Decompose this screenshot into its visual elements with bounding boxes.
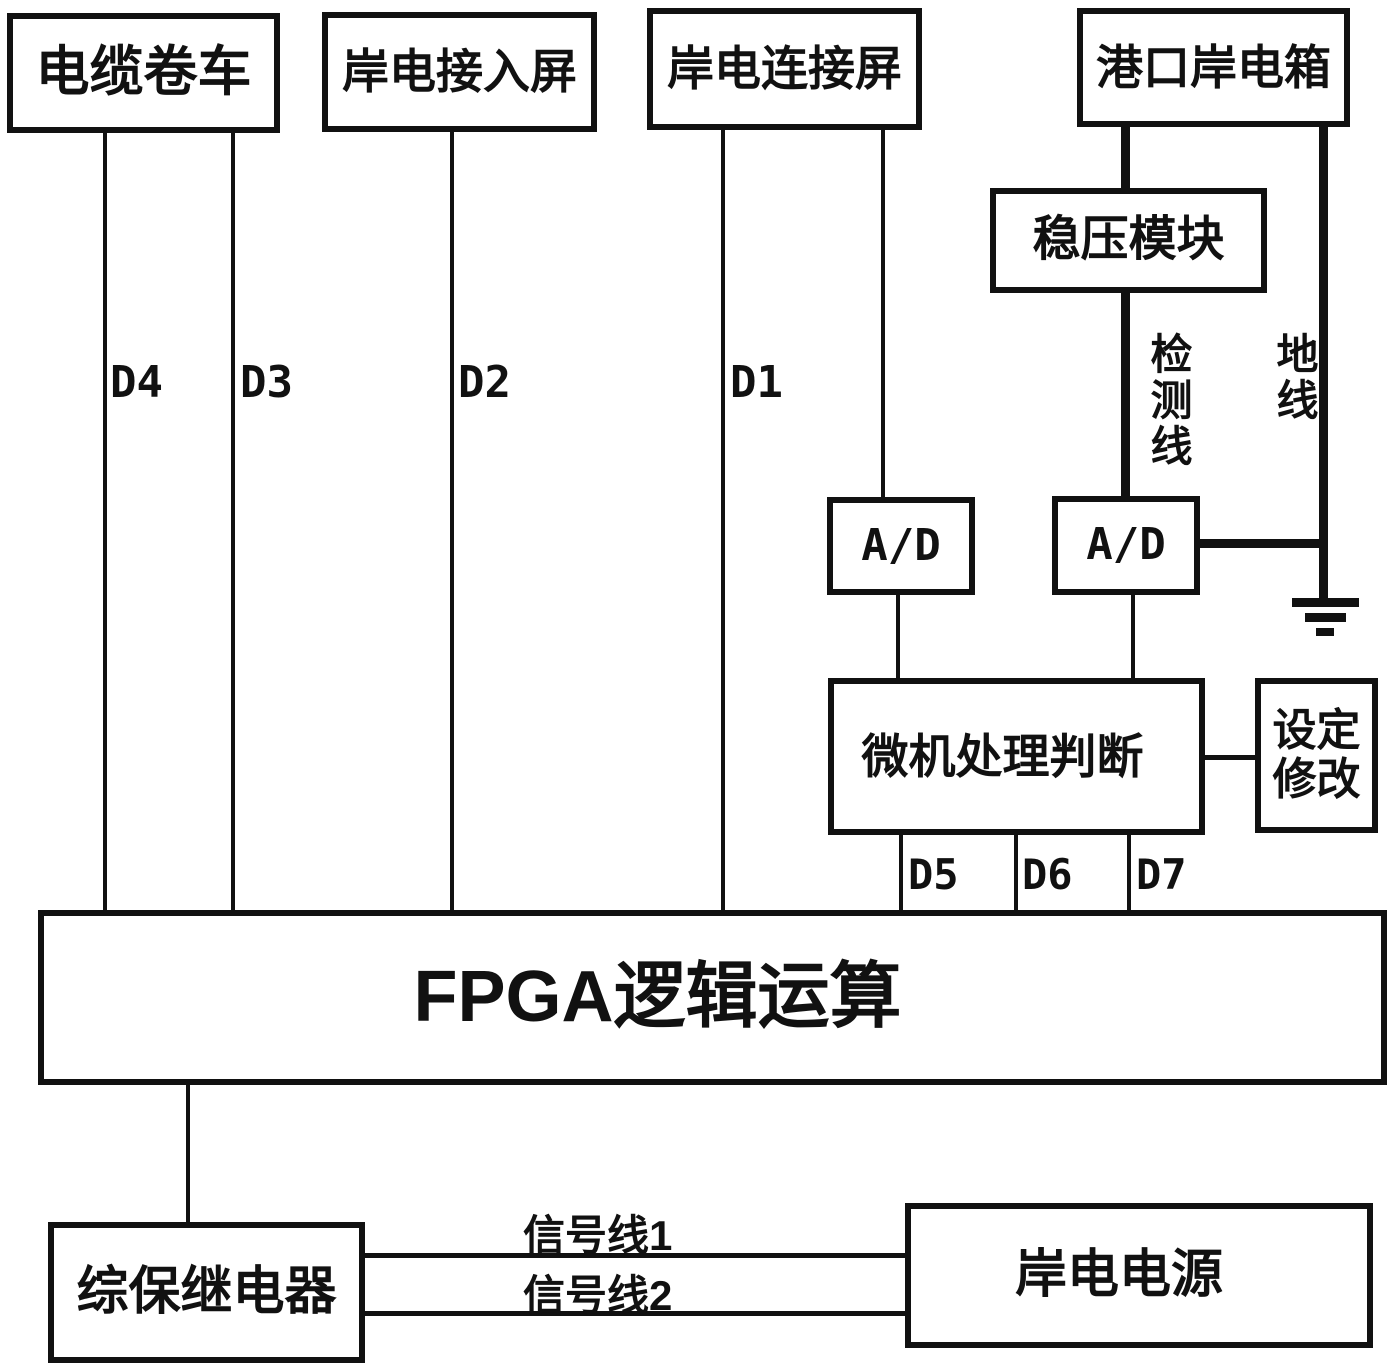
wire-signal2 [362, 1311, 907, 1316]
label-ground-line: 地线 [1271, 332, 1318, 424]
label-d4: D4 [110, 357, 163, 408]
label-d3: D3 [240, 357, 293, 408]
wire-d2 [450, 129, 454, 913]
box-shore-power: 岸电电源 [905, 1203, 1373, 1348]
box-setting-modify: 设定 修改 [1255, 678, 1378, 833]
box-voltage-regulator: 稳压模块 [990, 188, 1267, 293]
box-shore-access-panel-label: 岸电接入屏 [342, 45, 577, 99]
wire-d1 [721, 127, 725, 913]
box-setting-modify-label: 设定 修改 [1272, 706, 1361, 804]
box-port-shore-box: 港口岸电箱 [1077, 8, 1350, 127]
box-port-shore-box-label: 港口岸电箱 [1096, 40, 1331, 94]
box-cable-reel-label: 电缆卷车 [35, 42, 252, 103]
box-mcu-label: 微机处理判断 [861, 729, 1144, 783]
box-fpga-label: FPGA逻辑运算 [413, 956, 902, 1037]
wire-d3 [231, 130, 235, 913]
wire-d6 [1014, 832, 1018, 913]
wire-d5 [899, 832, 903, 913]
label-detect-line: 检测线 [1145, 332, 1192, 470]
box-relay: 综保继电器 [48, 1222, 365, 1363]
wire-signal1 [362, 1253, 907, 1258]
wire-d4 [103, 130, 107, 913]
box-adc-left: A/D [827, 497, 975, 595]
ground-bar-mid [1305, 613, 1346, 622]
label-signal1: 信号线1 [523, 1212, 673, 1259]
box-adc-right: A/D [1052, 496, 1200, 595]
wire-connectpanel-to-adc [881, 127, 885, 500]
box-fpga: FPGA逻辑运算 [38, 910, 1387, 1085]
box-shore-connect-panel: 岸电连接屏 [647, 8, 922, 130]
wire-adcright-to-mcu [1131, 592, 1135, 681]
label-d7: D7 [1136, 850, 1187, 899]
label-d1: D1 [730, 357, 783, 408]
box-adc-right-label: A/D [1086, 519, 1166, 571]
label-d2: D2 [458, 357, 511, 408]
box-adc-left-label: A/D [861, 519, 941, 571]
wire-adcleft-to-mcu [896, 592, 900, 681]
wire-mcu-to-setting [1199, 755, 1255, 760]
box-shore-power-label: 岸电电源 [1014, 1245, 1223, 1304]
wire-portbox-to-regulator [1121, 124, 1130, 191]
ground-bar-short [1316, 628, 1334, 636]
wire-ground-line [1319, 124, 1328, 604]
box-cable-reel: 电缆卷车 [7, 13, 280, 133]
box-shore-connect-panel-label: 岸电连接屏 [667, 42, 902, 96]
wire-d7 [1127, 832, 1131, 913]
wire-detect-line [1121, 290, 1130, 499]
box-voltage-regulator-label: 稳压模块 [1032, 213, 1225, 267]
wire-fpga-to-relay [186, 1082, 190, 1225]
box-relay-label: 综保继电器 [76, 1262, 337, 1321]
label-signal2: 信号线2 [523, 1272, 673, 1319]
box-shore-access-panel: 岸电接入屏 [322, 12, 597, 132]
box-mcu: 微机处理判断 [828, 678, 1205, 835]
label-d6: D6 [1022, 850, 1073, 899]
wire-adcright-to-ground [1197, 539, 1328, 548]
label-d5: D5 [908, 850, 959, 899]
ground-bar-long [1292, 598, 1359, 607]
